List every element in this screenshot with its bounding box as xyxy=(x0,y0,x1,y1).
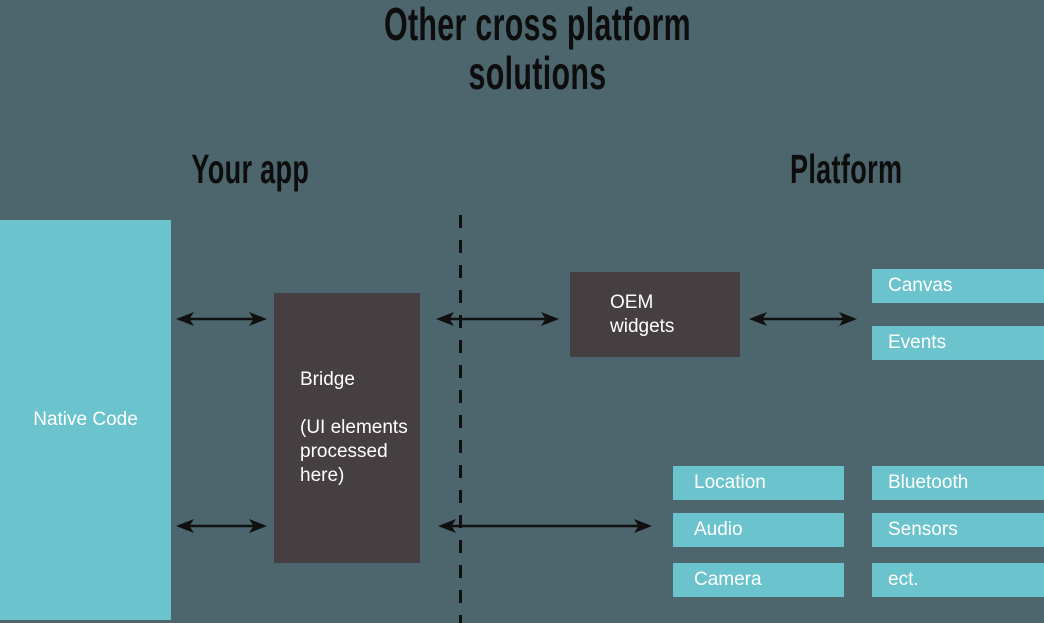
diagram-title-line2: solutions xyxy=(468,47,606,99)
audio-label: Audio xyxy=(694,519,743,540)
app-platform-divider-dashed-line xyxy=(459,215,462,623)
camera-label: Camera xyxy=(694,569,762,590)
oem-widgets-box: OEM widgets xyxy=(570,272,740,357)
native-code-box: Native Code xyxy=(0,220,171,620)
location-box: Location xyxy=(673,466,844,500)
ect-box: ect. xyxy=(872,563,1044,597)
arrow-native-to-bridge-top-icon xyxy=(176,312,267,326)
diagram-title: Other cross platform solutions xyxy=(287,0,787,98)
arrow-bridge-to-device-apis-icon xyxy=(438,519,652,533)
sensors-label: Sensors xyxy=(888,519,958,540)
bluetooth-box: Bluetooth xyxy=(872,466,1044,500)
canvas-box: Canvas xyxy=(872,269,1044,303)
bridge-box: Bridge (UI elements processed here) xyxy=(274,293,420,563)
arrow-oem-to-canvas-events-icon xyxy=(749,312,857,326)
arrow-native-to-bridge-bottom-icon xyxy=(176,519,267,533)
events-box: Events xyxy=(872,326,1044,360)
ect-label: ect. xyxy=(888,569,919,590)
bluetooth-label: Bluetooth xyxy=(888,472,969,493)
section-heading-your-app: Your app xyxy=(191,146,309,192)
sensors-box: Sensors xyxy=(872,513,1044,547)
canvas-label: Canvas xyxy=(888,275,953,296)
camera-box: Camera xyxy=(673,563,844,597)
section-heading-platform: Platform xyxy=(789,146,903,192)
audio-box: Audio xyxy=(673,513,844,547)
oem-widgets-label: OEM widgets xyxy=(610,291,675,337)
arrow-bridge-to-oem-icon xyxy=(436,312,559,326)
location-label: Location xyxy=(694,472,766,493)
diagram-title-line1: Other cross platform xyxy=(383,0,691,50)
bridge-note: (UI elements processed here) xyxy=(300,417,408,486)
bridge-label: Bridge xyxy=(300,369,355,390)
native-code-label: Native Code xyxy=(33,409,138,430)
events-label: Events xyxy=(888,332,947,353)
